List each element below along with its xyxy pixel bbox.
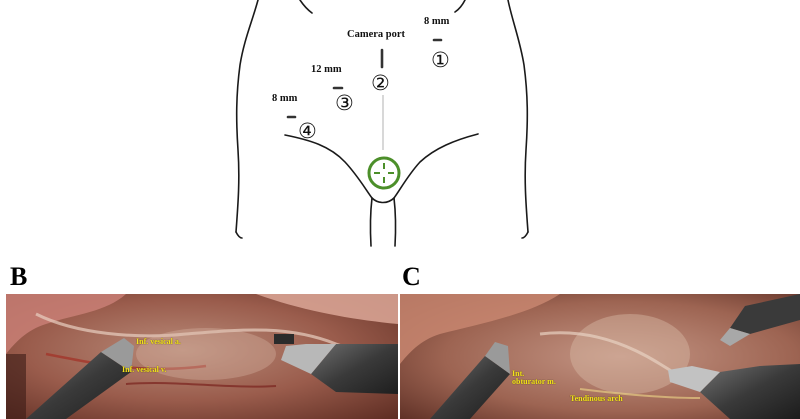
lower-right-instrument (700, 364, 800, 419)
annotation-int-obturator-m: Int. obturator m. (512, 369, 556, 387)
left-instrument (26, 352, 131, 419)
port-3-size-label: 12 mm (311, 64, 342, 75)
panel-c-image (400, 294, 800, 419)
groin-left (284, 134, 373, 199)
panel-b-photo: Inf. vesical a. Inf. vesical v. (6, 294, 398, 419)
thigh-left-inner (369, 197, 373, 247)
torso-right-contour (507, 0, 529, 233)
annotation-inf-vesical-a: Inf. vesical a. (136, 337, 181, 346)
port-2-number: ② (371, 71, 390, 95)
thigh-right-inner (393, 197, 397, 247)
thigh-left-outer (235, 231, 243, 239)
annotation-tendinous-arch: Tendinous arch (570, 394, 623, 403)
panel-c-photo: Int. obturator m. Tendinous arch (400, 294, 800, 419)
torso-outline (235, 0, 529, 247)
torso-top-left-mark (299, 0, 313, 14)
panel-b-letter: B (10, 262, 28, 291)
right-instrument (311, 344, 398, 394)
port-marks (286, 38, 443, 119)
annotation-inf-vesical-v: Inf. vesical v. (122, 365, 167, 374)
port-4-number: ④ (298, 119, 317, 143)
torso-left-contour (235, 0, 259, 233)
panel-c-letter: C (402, 262, 421, 291)
port-1-size-label: 8 mm (424, 16, 450, 27)
thigh-right-outer (521, 231, 529, 239)
upper-right-instrument (730, 294, 800, 334)
crotch (371, 197, 395, 204)
port-3-number: ③ (335, 91, 354, 115)
left-instrument (430, 356, 510, 419)
groin-right (393, 133, 479, 199)
port-1-number: ① (431, 48, 450, 72)
panel-b-image (6, 294, 398, 419)
port-4-size-label: 8 mm (272, 93, 298, 104)
port-2-size-label: Camera port (347, 29, 406, 40)
torso-top-right-mark (454, 0, 466, 13)
pubic-symbol (367, 156, 401, 190)
